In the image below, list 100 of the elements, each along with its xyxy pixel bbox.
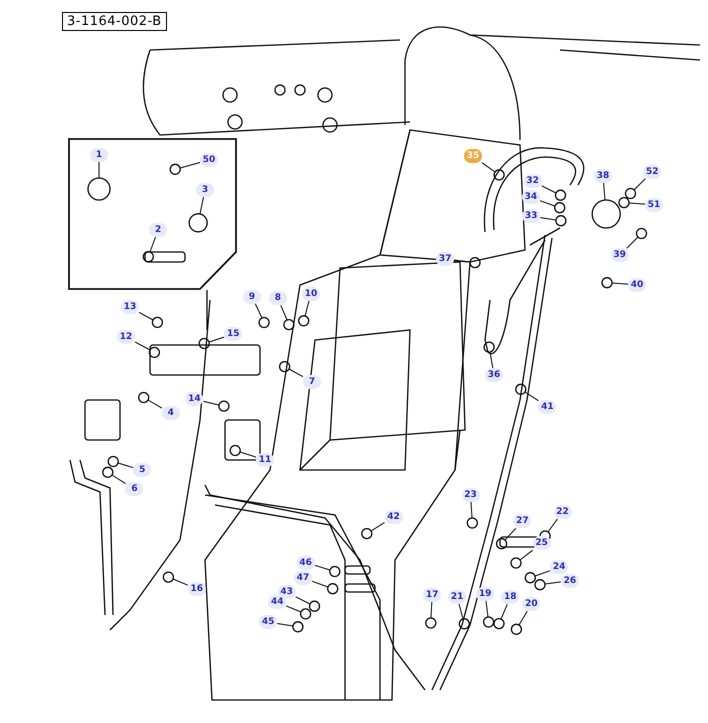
- callout-number: 41: [538, 400, 556, 414]
- leader-line: [518, 610, 528, 626]
- leader-line: [286, 605, 302, 612]
- callout-number: 44: [268, 595, 286, 610]
- part-drawing: [230, 444, 241, 456]
- part-drawing: [148, 346, 160, 358]
- callout-number: 47: [294, 571, 312, 585]
- callout-number: 22: [554, 505, 572, 520]
- callout-number: 42: [384, 510, 403, 524]
- leader-line: [148, 400, 162, 409]
- leader-line: [138, 312, 154, 320]
- callout-number: 9: [242, 290, 261, 304]
- leader-line: [470, 502, 472, 518]
- leader-line: [118, 462, 134, 468]
- callout-number: 26: [560, 574, 579, 588]
- leader-line: [500, 604, 508, 620]
- part-drawing: [87, 177, 111, 201]
- callout-number: 40: [628, 278, 646, 292]
- callout-number: 34: [522, 190, 540, 204]
- callout-number: 25: [532, 536, 551, 550]
- part-drawing: [483, 341, 495, 353]
- leader-line: [612, 282, 628, 285]
- drawing-number: 3-1164-002-B: [62, 12, 167, 31]
- part-drawing: [300, 608, 312, 620]
- callout-number: 33: [522, 209, 540, 224]
- part-drawing: [636, 228, 648, 240]
- callout-number: 11: [256, 453, 274, 467]
- callout-number: 50: [200, 153, 218, 167]
- callout-number: 27: [513, 514, 532, 528]
- callout-number: 17: [423, 588, 442, 602]
- callout-number: 6: [125, 482, 144, 496]
- leader-line: [276, 623, 294, 626]
- part-drawing: [624, 188, 636, 200]
- leader-line: [541, 185, 556, 194]
- callout-number: 37: [436, 252, 454, 266]
- callout-number: 18: [501, 590, 520, 604]
- callout-number: 5: [133, 463, 152, 478]
- callout-number: 32: [524, 174, 542, 188]
- part-drawing: [102, 466, 114, 478]
- part-drawing: [218, 400, 230, 412]
- callout-number: 4: [162, 406, 180, 420]
- part-drawing: [361, 528, 372, 540]
- leader-line: [482, 162, 496, 172]
- part-drawing: [108, 456, 119, 468]
- leader-line: [314, 564, 330, 570]
- callout-number: 10: [302, 286, 320, 301]
- callout-number: 35: [464, 149, 482, 164]
- part-drawing: [458, 618, 470, 630]
- callout-number: 45: [259, 615, 278, 630]
- callout-number: 16: [188, 582, 206, 596]
- part-drawing: [152, 316, 164, 328]
- part-drawing: [496, 538, 508, 550]
- leader-line: [150, 236, 156, 252]
- part-drawing: [162, 571, 174, 583]
- leader-line: [280, 304, 288, 320]
- leader-line: [208, 336, 225, 342]
- part-drawing: [425, 617, 436, 629]
- part-drawing: [601, 277, 613, 288]
- leader-line: [454, 260, 470, 262]
- callout-number: 23: [462, 488, 480, 502]
- part-drawing: [618, 196, 630, 208]
- leader-line: [304, 300, 310, 316]
- leader-line: [240, 452, 256, 458]
- callout-number: 13: [120, 300, 139, 314]
- part-drawing: [142, 251, 154, 262]
- callout-number: 14: [185, 392, 204, 406]
- part-drawing: [493, 169, 505, 181]
- callout-number: 19: [476, 587, 494, 602]
- part-drawing: [329, 566, 340, 578]
- callout-number: 15: [224, 327, 242, 342]
- leader-line: [548, 518, 558, 532]
- part-drawing: [308, 600, 320, 612]
- part-drawing: [292, 621, 304, 632]
- callout-number: 20: [522, 597, 540, 612]
- callout-number: 21: [448, 590, 466, 604]
- part-drawing: [515, 384, 526, 395]
- callout-number: 2: [149, 222, 168, 237]
- callout-number: 24: [550, 560, 568, 574]
- leader-line: [254, 303, 262, 318]
- leader-line: [370, 522, 386, 532]
- leader-line: [628, 202, 646, 205]
- leader-line: [458, 603, 464, 620]
- leader-line: [98, 162, 100, 178]
- callout-number: 51: [644, 198, 663, 212]
- leader-line: [295, 596, 310, 604]
- leader-line: [312, 580, 328, 588]
- callout-number: 39: [610, 248, 629, 262]
- leader-line: [180, 162, 200, 168]
- leader-line: [200, 196, 204, 214]
- leader-line: [544, 581, 562, 584]
- part-drawing: [198, 338, 210, 350]
- leader-line: [534, 570, 551, 576]
- part-drawing: [510, 557, 522, 569]
- leader-line: [540, 217, 556, 220]
- part-drawing: [466, 517, 478, 529]
- part-drawing: [188, 213, 208, 232]
- leader-line: [524, 392, 539, 402]
- leader-line: [504, 528, 516, 540]
- callout-number: 3: [196, 183, 214, 197]
- leader-line: [430, 602, 432, 618]
